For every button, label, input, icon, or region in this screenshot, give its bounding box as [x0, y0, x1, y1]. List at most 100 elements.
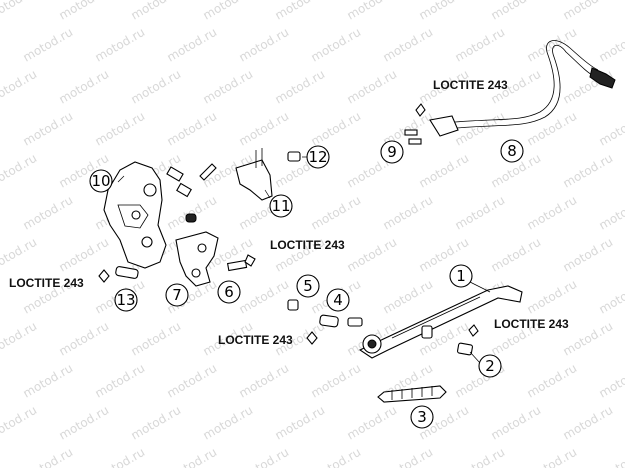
- watermark-text: motod.ru: [165, 361, 220, 401]
- loctite-labels: LOCTITE 243 LOCTITE 243 LOCTITE 243 LOCT…: [9, 78, 569, 347]
- watermark-text: motod.ru: [453, 445, 508, 468]
- watermark-text: motod.ru: [309, 109, 364, 149]
- watermark-text: motod.ru: [561, 0, 616, 23]
- svg-text:7: 7: [172, 286, 182, 304]
- spring-3: [377, 385, 447, 403]
- svg-text:12: 12: [308, 148, 327, 166]
- watermark-text: motod.ru: [0, 67, 39, 107]
- loctite-label-bolt: LOCTITE 243: [218, 333, 293, 347]
- callout-1: 1: [449, 264, 473, 288]
- svg-text:10: 10: [91, 172, 110, 190]
- nut-5: [287, 299, 318, 345]
- watermark-text: motod.ru: [129, 403, 184, 443]
- hose-bolts: [404, 103, 426, 145]
- watermark-text: motod.ru: [129, 67, 184, 107]
- callout-8: 8: [500, 139, 524, 163]
- watermark-text: motod.ru: [309, 25, 364, 65]
- watermark-text: motod.ru: [453, 109, 508, 149]
- callout-7: 7: [165, 283, 189, 307]
- loctite-label-bushing: LOCTITE 243: [9, 276, 84, 290]
- watermark-text: motod.ru: [453, 25, 508, 65]
- watermark-text: motod.ru: [489, 235, 544, 275]
- watermark-text: motod.ru: [273, 403, 328, 443]
- watermark-text: motod.ru: [129, 319, 184, 359]
- loctite-label-plate: LOCTITE 243: [270, 238, 345, 252]
- watermark-text: motod.ru: [597, 361, 625, 401]
- svg-text:13: 13: [116, 291, 135, 309]
- callout-9: 9: [380, 140, 404, 164]
- watermark-text: motod.ru: [93, 109, 148, 149]
- svg-text:8: 8: [507, 142, 517, 160]
- watermark-text: motod.ru: [597, 193, 625, 233]
- watermark-text: motod.ru: [21, 25, 76, 65]
- callout-5: 5: [296, 274, 320, 298]
- watermark-text: motod.ru: [453, 193, 508, 233]
- watermark-text: motod.ru: [561, 403, 616, 443]
- watermark-text: motod.ru: [165, 109, 220, 149]
- watermark-text: motod.ru: [309, 361, 364, 401]
- watermark-text: motod.ru: [21, 109, 76, 149]
- watermark-text: motod.ru: [129, 0, 184, 23]
- watermark-text: motod.ru: [381, 193, 436, 233]
- bushing-13: [98, 266, 139, 283]
- watermark-text: motod.ru: [57, 235, 112, 275]
- watermark-text: motod.ru: [93, 445, 148, 468]
- watermark-text: motod.ru: [237, 277, 292, 317]
- svg-text:2: 2: [485, 357, 495, 375]
- watermark-text: motod.ru: [273, 67, 328, 107]
- brake-hose: [429, 40, 616, 137]
- watermark-text: motod.ru: [525, 361, 580, 401]
- bolt-4: [319, 314, 363, 328]
- watermark-text: motod.ru: [525, 25, 580, 65]
- hose-guide-bracket: [235, 148, 273, 201]
- watermark-text: motod.ru: [57, 403, 112, 443]
- watermark-text: motod.ru: [57, 67, 112, 107]
- svg-text:6: 6: [224, 283, 234, 301]
- pedal-bracket: [103, 161, 167, 269]
- svg-text:1: 1: [456, 267, 466, 285]
- watermark-text: motod.ru: [489, 403, 544, 443]
- svg-text:4: 4: [333, 291, 343, 309]
- watermark-text: motod.ru: [345, 67, 400, 107]
- watermark-text: motod.ru: [381, 25, 436, 65]
- loctite-label-stand: LOCTITE 243: [494, 317, 569, 331]
- svg-text:3: 3: [417, 408, 427, 426]
- watermark-text: motod.ru: [597, 109, 625, 149]
- watermark-text: motod.ru: [0, 151, 39, 191]
- watermark-text: motod.ru: [417, 0, 472, 23]
- callout-2: 2: [478, 354, 502, 378]
- side-stand: [358, 285, 523, 359]
- watermark-text: motod.ru: [597, 25, 625, 65]
- mount-plate: [175, 231, 219, 287]
- callout-3: 3: [410, 405, 434, 429]
- svg-text:11: 11: [271, 197, 290, 215]
- watermark-text: motod.ru: [273, 0, 328, 23]
- watermark-text: motod.ru: [561, 235, 616, 275]
- watermark-text: motod.ru: [0, 403, 39, 443]
- loctite-label-hose: LOCTITE 243: [433, 78, 508, 92]
- watermark-text: motod.ru: [525, 445, 580, 468]
- bolt-2: [457, 324, 479, 356]
- watermark-text: motod.ru: [237, 445, 292, 468]
- watermark-text: motod.ru: [57, 319, 112, 359]
- watermark-text: motod.ru: [165, 193, 220, 233]
- watermark-text: motod.ru: [381, 277, 436, 317]
- svg-text:9: 9: [387, 143, 397, 161]
- watermark-text: motod.ru: [597, 277, 625, 317]
- watermark-text: motod.ru: [237, 361, 292, 401]
- watermark-text: motod.ru: [237, 25, 292, 65]
- watermark-text: motod.ru: [381, 445, 436, 468]
- watermark-text: motod.ru: [345, 403, 400, 443]
- callout-12: 12: [306, 145, 330, 169]
- callout-10: 10: [89, 169, 113, 193]
- watermark-text: motod.ru: [201, 403, 256, 443]
- svg-text:5: 5: [303, 277, 313, 295]
- callout-4: 4: [326, 288, 350, 312]
- watermark-text: motod.ru: [309, 193, 364, 233]
- nut-12: [287, 151, 301, 162]
- watermark-text: motod.ru: [525, 277, 580, 317]
- watermark-text: motod.ru: [0, 235, 39, 275]
- watermark-text: motod.ru: [309, 445, 364, 468]
